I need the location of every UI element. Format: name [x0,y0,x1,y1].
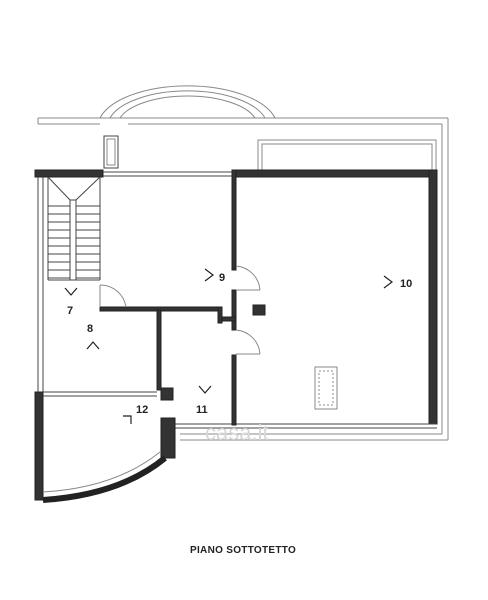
door-swings [99,265,261,355]
dome-arch [99,85,276,119]
skylight [314,366,338,410]
room-labels: 7 8 9 10 11 12 [67,272,412,416]
room-label-9: 9 [219,272,225,284]
room-label-12: 12 [136,404,148,416]
staircase [47,176,101,281]
direction-arrows [64,268,393,424]
room-label-8: 8 [87,323,93,335]
room-label-10: 10 [400,278,412,290]
arrow-7 [64,287,78,296]
plan-caption: PIANO SOTTOTETTO [190,545,296,556]
arrow-11 [198,385,212,394]
room-label-11: 11 [196,404,208,416]
arrow-12 [123,415,132,424]
arrow-10 [383,275,393,289]
curved-balcony [42,451,167,503]
arrow-8 [86,341,100,350]
arrow-9 [204,268,214,282]
room-label-7: 7 [67,305,73,317]
stair-treads [48,205,100,279]
watermark: casa.it [205,420,269,445]
roof-outline [37,117,449,441]
terrace-lines [257,139,437,171]
walls [34,169,438,501]
chimney [103,135,119,169]
